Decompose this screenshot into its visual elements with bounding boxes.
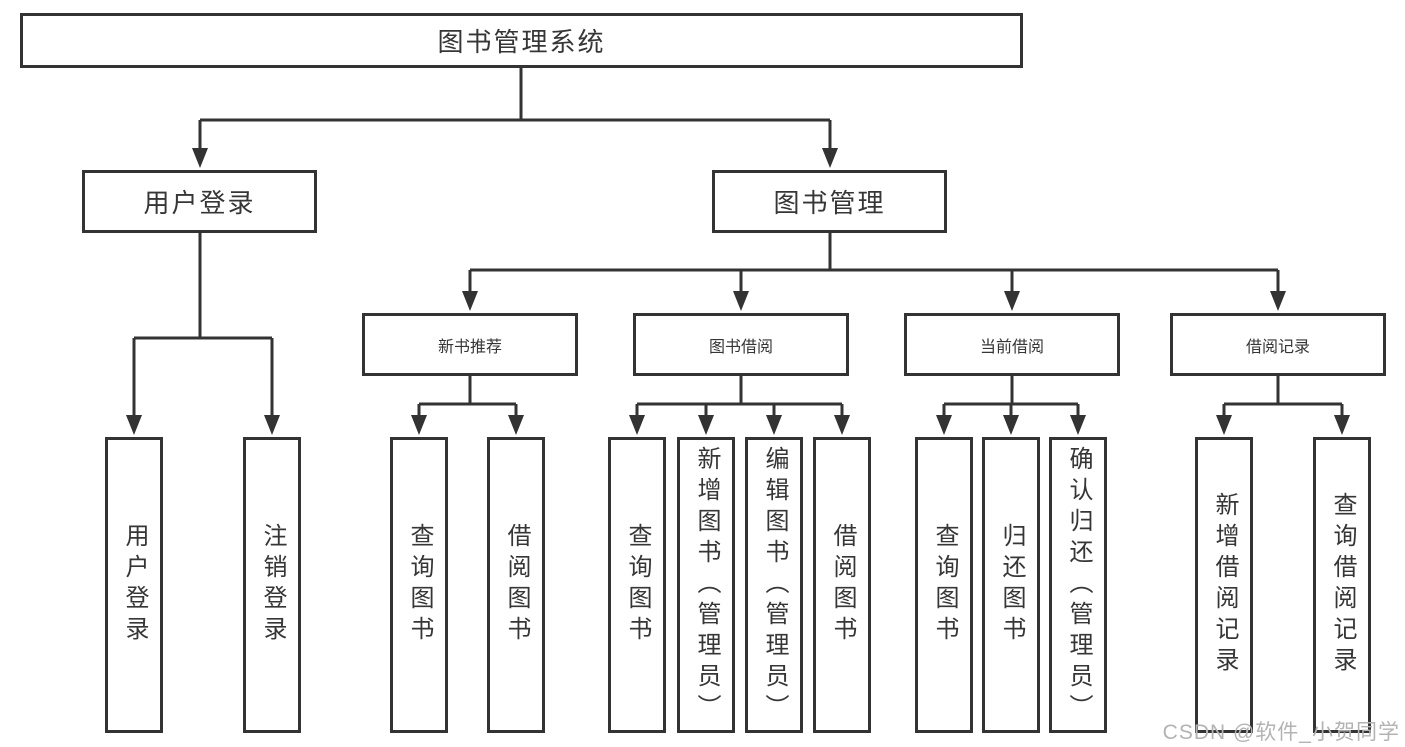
leaf-label: 借阅图书	[829, 523, 856, 647]
leaf-label: 确认归还（管理员）	[1065, 445, 1092, 725]
leaf-label: 新增借阅记录	[1211, 492, 1238, 678]
node-new-book-recommendation: 新书推荐	[362, 313, 578, 376]
leaf-query-books-recommend: 查询图书	[390, 437, 448, 733]
node-label: 借阅记录	[1245, 338, 1310, 356]
leaf-return-book: 归还图书	[982, 437, 1040, 733]
leaf-query-borrow-record: 查询借阅记录	[1313, 437, 1371, 733]
node-book-management-branch: 图书管理	[712, 170, 947, 233]
leaf-add-borrow-record: 新增借阅记录	[1195, 437, 1253, 733]
node-label: 用户登录	[143, 188, 256, 218]
leaf-query-books-borrowing: 查询图书	[608, 437, 666, 733]
leaf-label: 借阅图书	[503, 523, 530, 647]
leaf-label: 用户登录	[121, 523, 148, 647]
node-book-borrowing: 图书借阅	[633, 313, 849, 376]
node-root-system: 图书管理系统	[20, 13, 1023, 68]
node-borrowing-records: 借阅记录	[1170, 313, 1386, 376]
leaf-edit-book-admin: 编辑图书（管理员）	[745, 437, 803, 733]
node-label: 新书推荐	[437, 338, 502, 356]
leaf-add-book-admin: 新增图书（管理员）	[677, 437, 735, 733]
leaf-label: 新增图书（管理员）	[693, 445, 720, 725]
leaf-label: 归还图书	[998, 523, 1025, 647]
leaf-borrow-books-recommend: 借阅图书	[487, 437, 545, 733]
csdn-watermark: CSDN @软件_小贺同学	[1162, 721, 1400, 744]
arrowheads	[126, 148, 1350, 435]
leaf-label: 查询借阅记录	[1329, 492, 1356, 678]
node-label: 图书借阅	[708, 338, 773, 356]
leaf-label: 查询图书	[406, 523, 433, 647]
leaf-label: 查询图书	[624, 523, 651, 647]
node-current-borrowing: 当前借阅	[904, 313, 1120, 376]
leaf-borrow-books-borrowing: 借阅图书	[813, 437, 871, 733]
leaf-label: 注销登录	[259, 523, 286, 647]
leaf-query-books-current: 查询图书	[915, 437, 973, 733]
connector-paths	[132, 68, 1344, 418]
node-label: 当前借阅	[979, 338, 1044, 356]
leaf-label: 编辑图书（管理员）	[761, 445, 788, 725]
node-label: 图书管理系统	[437, 27, 606, 57]
node-user-login-branch: 用户登录	[82, 170, 317, 233]
leaf-logout: 注销登录	[243, 437, 301, 733]
leaf-label: 查询图书	[931, 523, 958, 647]
leaf-confirm-return-admin: 确认归还（管理员）	[1049, 437, 1107, 733]
node-label: 图书管理	[773, 188, 886, 218]
leaf-user-login: 用户登录	[105, 437, 163, 733]
